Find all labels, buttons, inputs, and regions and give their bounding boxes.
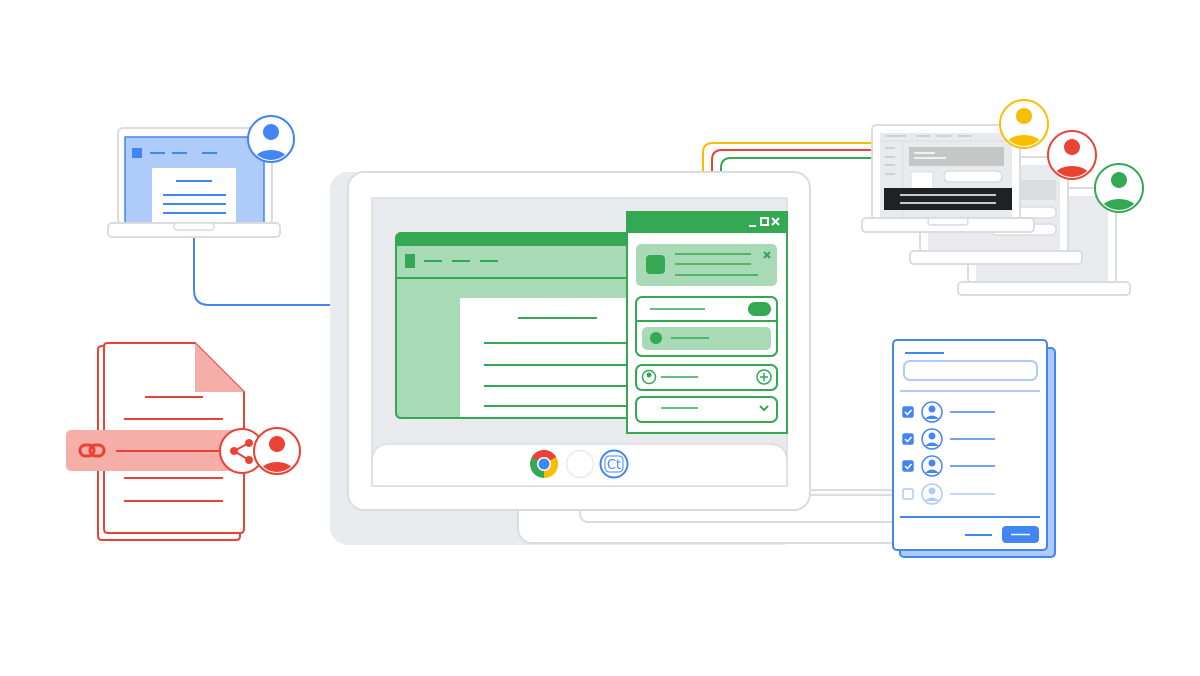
remote-laptops xyxy=(861,99,1144,296)
checkbox-checked[interactable] xyxy=(902,460,914,472)
maximize-icon[interactable] xyxy=(760,217,769,226)
confirm-button[interactable] xyxy=(1002,526,1039,543)
toggle-switch[interactable] xyxy=(748,302,771,316)
chevron-down-icon xyxy=(759,405,769,412)
person-row xyxy=(902,483,995,505)
checkbox-unchecked[interactable] xyxy=(902,488,914,500)
user-avatar-icon xyxy=(253,427,301,475)
citrix-icon[interactable]: Ct xyxy=(599,449,629,479)
search-input[interactable] xyxy=(903,360,1038,381)
chrome-icon[interactable] xyxy=(530,450,558,478)
person-avatar-icon xyxy=(921,455,943,477)
notification-card xyxy=(636,244,777,286)
shared-document xyxy=(66,342,301,541)
user-avatar-icon-red xyxy=(1047,130,1097,180)
link-icon xyxy=(78,443,106,458)
user-avatar-icon-yellow xyxy=(999,99,1049,149)
red-connector xyxy=(711,149,876,212)
laptop-front xyxy=(861,124,1035,233)
dropdown-select[interactable] xyxy=(635,396,778,423)
checkbox-checked[interactable] xyxy=(902,406,914,418)
citrix-icon-label: Ct xyxy=(607,458,621,473)
user-avatar-icon-green xyxy=(1094,163,1144,213)
dismiss-icon[interactable] xyxy=(763,251,771,259)
document-content xyxy=(460,298,636,417)
app-icon xyxy=(132,148,142,158)
person-row xyxy=(902,455,995,477)
add-icon[interactable] xyxy=(756,369,772,385)
person-avatar-icon xyxy=(921,401,943,423)
add-person-row[interactable] xyxy=(635,364,778,391)
person-avatar-icon xyxy=(921,428,943,450)
side-panel xyxy=(626,211,788,434)
person-row xyxy=(902,428,995,450)
person-row xyxy=(902,401,995,423)
app-window xyxy=(395,232,642,419)
green-connector xyxy=(720,157,876,212)
blue-connector xyxy=(193,237,396,306)
blank-app-icon[interactable] xyxy=(565,449,595,479)
yellow-connector xyxy=(702,142,876,212)
person-avatar-icon xyxy=(921,483,943,505)
user-avatar-icon xyxy=(247,115,295,163)
share-dialog xyxy=(892,339,1056,558)
close-icon[interactable] xyxy=(771,217,780,226)
dark-banner xyxy=(884,188,1012,210)
checkbox-checked[interactable] xyxy=(902,433,914,445)
left-laptop xyxy=(107,115,295,238)
